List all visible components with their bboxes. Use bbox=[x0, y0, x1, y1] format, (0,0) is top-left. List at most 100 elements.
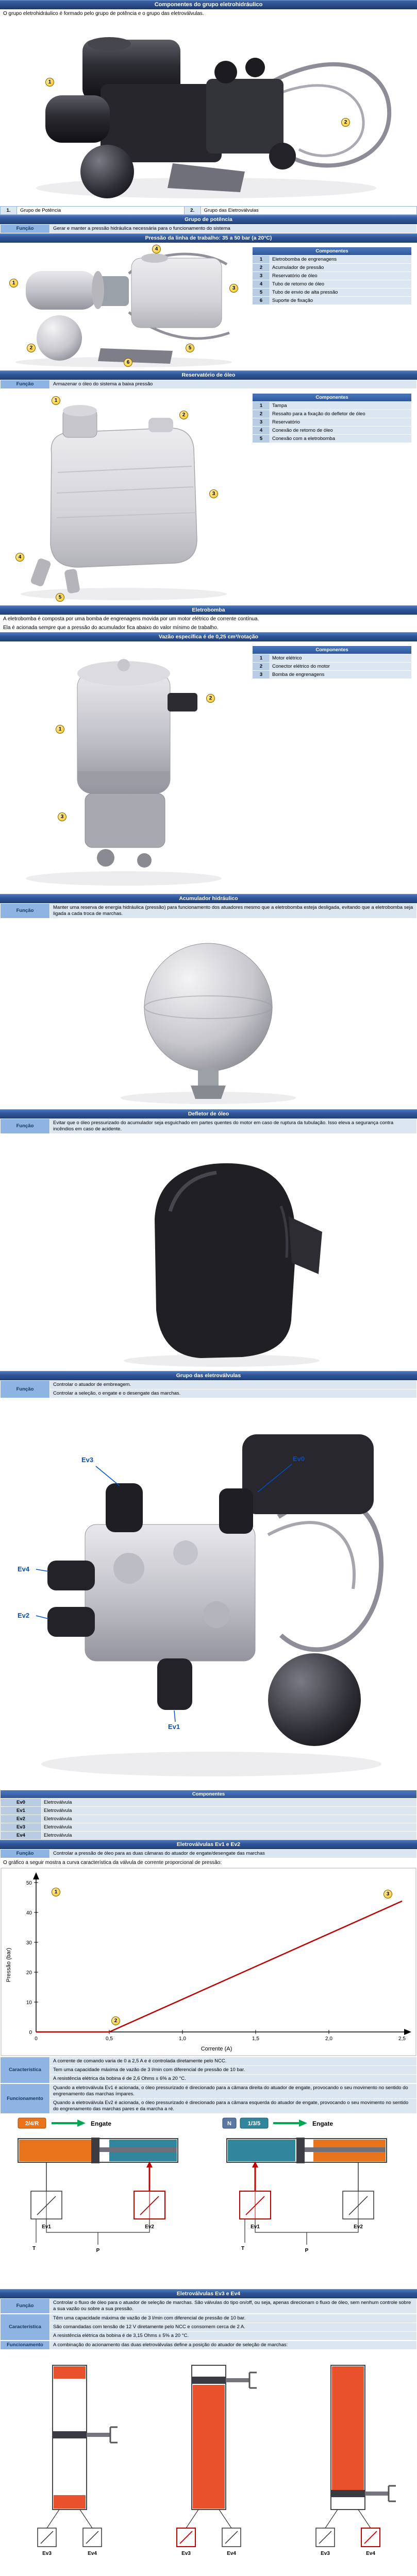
oil-reservoir-shape bbox=[242, 1434, 374, 1514]
ev3-ev4-funcionamento: Funcionamento A combinação do acionament… bbox=[0, 2341, 417, 2350]
x-tick: 0,5 bbox=[106, 2036, 113, 2042]
oil-deflector-shell bbox=[155, 1163, 296, 1358]
ev1-ev2-chart: 0 0,5 1,0 1,5 2,0 2,5 0 10 20 30 40 50 P… bbox=[1, 1868, 416, 2056]
power-unit-body bbox=[101, 84, 222, 162]
component-label: Eletroválvula bbox=[41, 1831, 417, 1840]
components-header: Componentes bbox=[0, 1790, 417, 1799]
ev-label-ev0: Ev0 bbox=[293, 1455, 305, 1463]
selection-diagrams: Ev3 Ev4 Ev3 Ev4 bbox=[37, 2365, 396, 2556]
y-tick: 20 bbox=[26, 1970, 32, 1976]
accumulator-sphere bbox=[144, 943, 273, 1072]
component-label: Tampa bbox=[270, 401, 412, 410]
component-label: Conector elétrico do motor bbox=[270, 662, 412, 671]
port-p: P bbox=[96, 2248, 100, 2253]
ev-label-ev1: Ev1 bbox=[168, 1723, 180, 1731]
accumulator-sphere bbox=[268, 1653, 361, 1746]
component-number: Ev4 bbox=[0, 1831, 42, 1840]
y-axis-label: Pressão (bar) bbox=[6, 1948, 12, 1982]
component-label: Motor elétrico bbox=[270, 654, 412, 663]
gear-pump bbox=[85, 793, 165, 848]
component-number: 1 bbox=[252, 654, 270, 663]
funcao-value: Controlar a pressão de óleo para as duas… bbox=[49, 1849, 417, 1858]
gear-badge: 1/3/5 bbox=[248, 2121, 260, 2127]
callout-2: 2 bbox=[341, 118, 350, 127]
component-label: Conexão com a eletrobomba bbox=[270, 434, 412, 443]
component-number: 6 bbox=[252, 296, 270, 305]
component-label: Eletrobomba de engrenagens bbox=[270, 255, 412, 264]
ev3-ev4-funcao: Função Controlar o fluxo de óleo para o … bbox=[0, 2298, 417, 2314]
funcionamento-2: Quando a eletroválvula Ev2 é acionada, o… bbox=[49, 2098, 417, 2114]
component-label: Tubo de envio de alta pressão bbox=[270, 288, 412, 297]
solenoid-ev0 bbox=[219, 1488, 253, 1534]
component-label: Ressalto para a fixação do defletor de ó… bbox=[270, 410, 412, 418]
callout-1: 1 bbox=[56, 725, 64, 734]
selection-panel-5-r: Ev3 Ev4 bbox=[315, 2365, 396, 2556]
accumulator-sphere bbox=[37, 315, 82, 361]
component-label: Eletroválvula bbox=[41, 1823, 417, 1832]
mounting-bracket bbox=[98, 348, 173, 364]
ev1-ev2-funcao: Função Controlar a pressão de óleo para … bbox=[0, 1849, 417, 1858]
callout-1: 1 bbox=[45, 78, 54, 87]
solenoid-ev3 bbox=[106, 1483, 143, 1532]
steel-pipes bbox=[254, 62, 392, 168]
component-label: Eletroválvula bbox=[41, 1806, 417, 1815]
funcionamento-label: Funcionamento bbox=[0, 2341, 50, 2350]
legend-row: 1. Grupo de Potência 2. Grupo das Eletro… bbox=[0, 206, 417, 215]
caracteristica-3: A resistência elétrica da bobina é de 2,… bbox=[49, 2074, 417, 2083]
callout-5: 5 bbox=[56, 593, 64, 602]
caracteristica-2: São comandadas com tensão de 12 V direta… bbox=[49, 2323, 417, 2332]
components-header: Componentes bbox=[252, 247, 412, 256]
electrovalve-group-illustration bbox=[36, 1434, 383, 1776]
ev-label-ev2: Ev2 bbox=[18, 1612, 30, 1619]
component-label: Bomba de engrenagens bbox=[270, 670, 412, 679]
component-number: 4 bbox=[252, 280, 270, 289]
ev1-ev2-funcionamento: Funcionamento Quando a eletroválvula Ev1… bbox=[0, 2083, 417, 2114]
electrohydraulic-group-illustration bbox=[36, 37, 392, 198]
y-tick-labels: 0 10 20 30 40 50 bbox=[26, 1880, 32, 2036]
power-group-figure: 1 2 3 4 5 6 bbox=[0, 243, 250, 370]
caracteristica-1: A corrente de comando varia de 0 a 2,5 A… bbox=[49, 2057, 417, 2066]
valve-label-ev2: Ev2 bbox=[145, 2224, 154, 2230]
electropump-illustration bbox=[26, 659, 222, 886]
callout-5: 5 bbox=[186, 344, 194, 352]
grupo-eletrovalvulas-funcao: Função Controlar o atuador de embreagem.… bbox=[0, 1380, 417, 1398]
chart-callout-2: 2 bbox=[111, 2016, 120, 2025]
valve-label-ev4: Ev4 bbox=[88, 2551, 97, 2556]
callout-1: 1 bbox=[9, 279, 18, 287]
component-label: Eletroválvula bbox=[41, 1798, 417, 1807]
leader-lines bbox=[36, 1464, 292, 1722]
motor-connector bbox=[168, 693, 197, 711]
component-label: Suporte de fixação bbox=[270, 296, 412, 305]
funcao-value: Controlar o fluxo de óleo para o atuador… bbox=[49, 2298, 417, 2314]
valve-label-ev2: Ev2 bbox=[354, 2224, 363, 2230]
engate-label: Engate bbox=[312, 2120, 333, 2127]
legend-num-1: 1. bbox=[0, 206, 17, 215]
ev1-ev2-caracteristica: Característica A corrente de comando var… bbox=[0, 2057, 417, 2083]
funcao-label: Função bbox=[0, 903, 50, 919]
funcionamento-value: A combinação do acionamento das duas ele… bbox=[49, 2341, 417, 2350]
section-grupo-potencia: Grupo de potência bbox=[0, 215, 417, 224]
electrohydraulic-group-figure: 1 2 bbox=[0, 18, 417, 206]
mounting-bracket bbox=[168, 163, 245, 192]
y-tick: 10 bbox=[26, 2000, 32, 2006]
valve-label-ev4: Ev4 bbox=[227, 2551, 236, 2556]
legend-label-1: Grupo de Potência bbox=[16, 206, 185, 215]
x-tick: 2,5 bbox=[398, 2036, 406, 2042]
component-label: Tubo de retorno de óleo bbox=[270, 280, 412, 289]
section-eletrobomba: Eletrobomba bbox=[0, 605, 417, 615]
engate-label: Engate bbox=[91, 2120, 111, 2127]
caracteristica-1: Têm uma capacidade máxima de vazão de 3 … bbox=[49, 2314, 417, 2323]
electric-motor bbox=[26, 271, 98, 310]
pressao-linha-header: Pressão da linha de trabalho: 35 a 50 ba… bbox=[0, 233, 417, 243]
component-number: 2 bbox=[252, 263, 270, 272]
electropump-figure: 1 2 3 bbox=[0, 641, 250, 894]
power-group-block: 1 2 3 4 5 6 Componentes 1 Eletrobomba de … bbox=[0, 243, 417, 370]
x-tick: 1,0 bbox=[179, 2036, 186, 2042]
valve-label-ev3: Ev3 bbox=[42, 2551, 52, 2556]
reservoir-body bbox=[50, 428, 197, 568]
component-number: 2 bbox=[252, 662, 270, 671]
selection-panel-1-2: Ev3 Ev4 bbox=[176, 2365, 257, 2556]
section-ev1-ev2: Eletroválvulas Ev1 e Ev2 bbox=[0, 1840, 417, 1849]
